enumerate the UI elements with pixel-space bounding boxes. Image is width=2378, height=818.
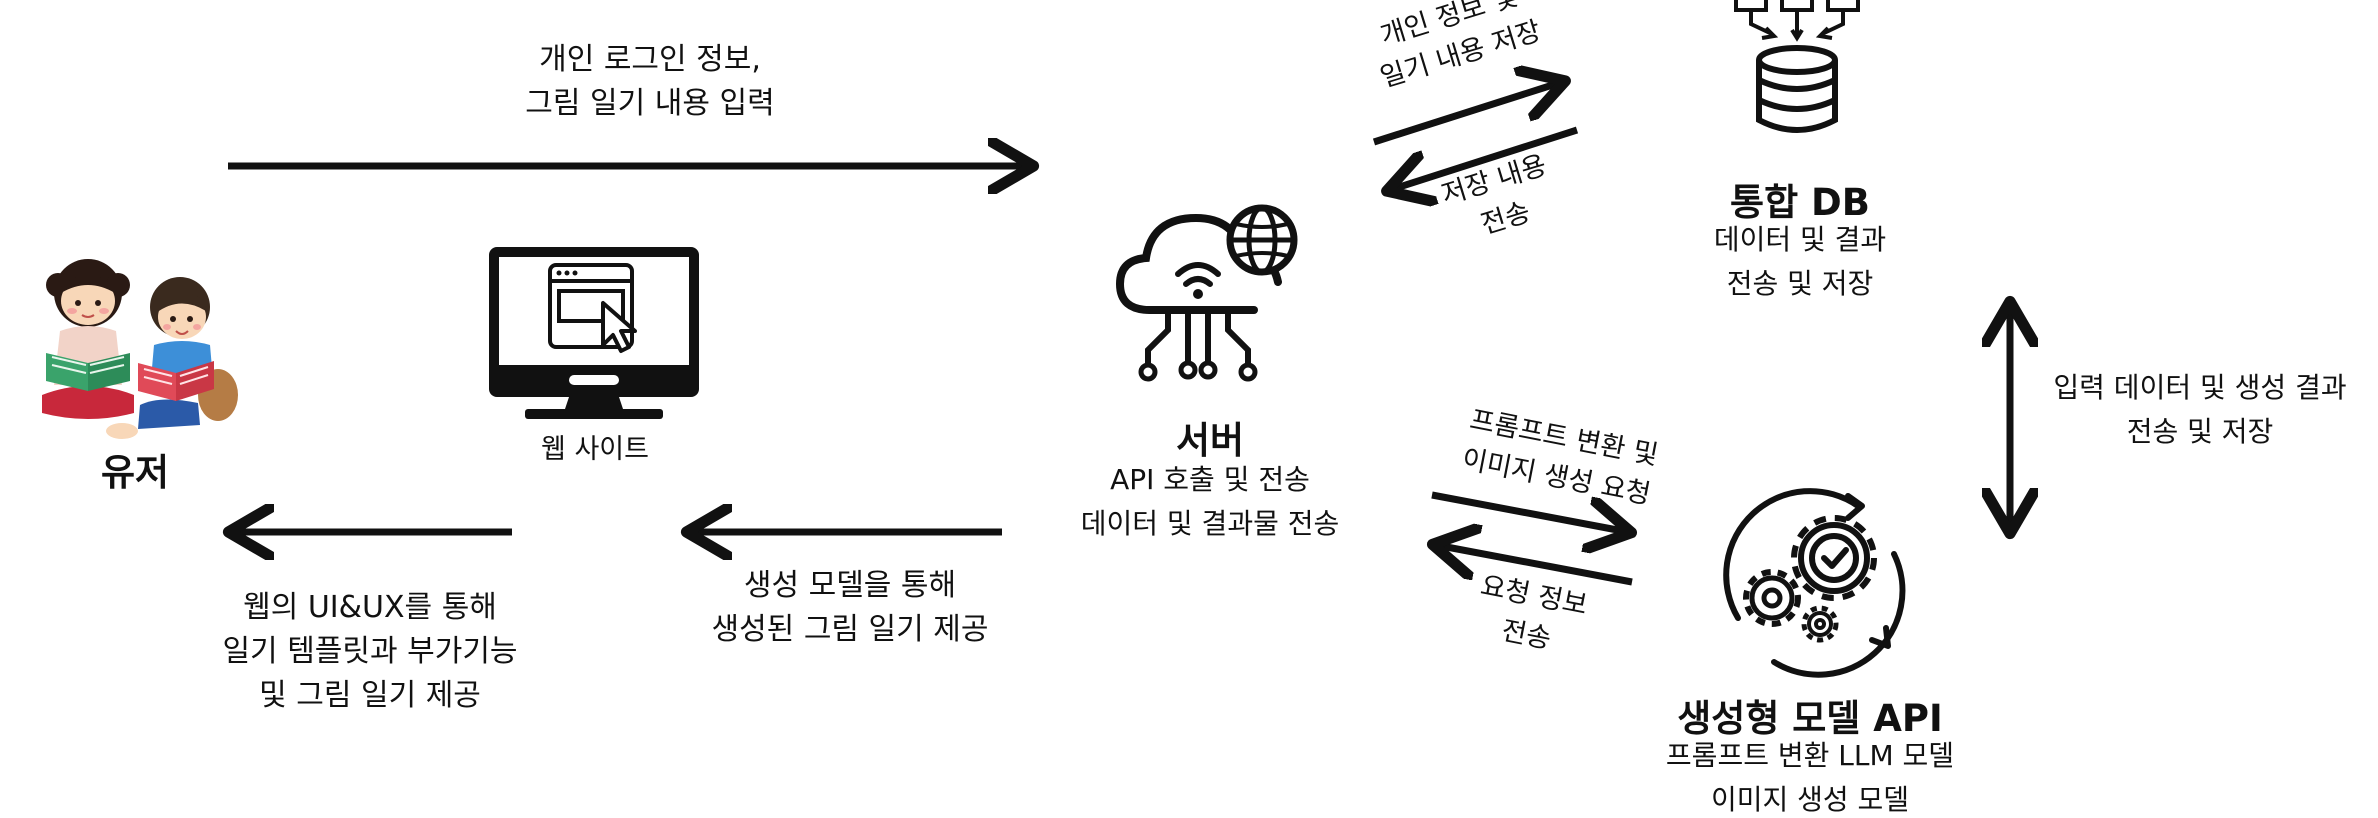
website-label: 웹 사이트 bbox=[541, 434, 649, 465]
edge-user-to-server-line-2: 그림 일기 내용 입력 bbox=[525, 86, 775, 121]
genapi-desc-line-1: 프롬프트 변환 LLM 모델 bbox=[1665, 739, 1955, 772]
arrow-server-to-db bbox=[1372, 82, 1562, 146]
edge-label-user-to-server: 개인 로그인 정보, 그림 일기 내용 입력 bbox=[440, 38, 860, 126]
genapi-title: 생성형 모델 API bbox=[1677, 697, 1943, 740]
edge-label-web-to-user: 웹의 UI&UX를 통해 일기 템플릿과 부가기능 및 그림 일기 제공 bbox=[180, 586, 560, 718]
db-desc-line-1: 데이터 및 결과 bbox=[1713, 223, 1887, 256]
cloud-server-icon bbox=[1115, 204, 1298, 382]
db-title: 통합 DB bbox=[1730, 181, 1870, 224]
edge-user-to-server-line-1: 개인 로그인 정보, bbox=[539, 42, 761, 77]
genapi-desc-line-2: 이미지 생성 모델 bbox=[1710, 783, 1910, 816]
server-title: 서버 bbox=[1175, 419, 1245, 462]
server-desc-line-2: 데이터 및 결과물 전송 bbox=[1080, 507, 1340, 540]
edge-server-to-web-line-2: 생성된 그림 일기 제공 bbox=[711, 612, 989, 647]
edge-label-server-to-web: 생성 모델을 통해 생성된 그림 일기 제공 bbox=[670, 564, 1030, 652]
database-icon bbox=[1734, 0, 1860, 133]
server-description: API 호출 및 전송 데이터 및 결과물 전송 bbox=[1040, 458, 1380, 546]
edge-web-to-user-line-1: 웹의 UI&UX를 통해 bbox=[243, 590, 497, 625]
edge-db-gen-line-1: 입력 데이터 및 생성 결과 bbox=[2053, 371, 2347, 404]
server-desc-line-1: API 호출 및 전송 bbox=[1110, 463, 1310, 496]
user-title: 유저 bbox=[100, 451, 170, 494]
gears-generative-model-icon bbox=[1723, 488, 1906, 678]
genapi-description: 프롬프트 변환 LLM 모델 이미지 생성 모델 bbox=[1620, 734, 2000, 818]
user-kids-reading-illustration bbox=[42, 259, 238, 439]
edge-db-gen-line-2: 전송 및 저장 bbox=[2126, 415, 2274, 448]
edge-label-db-gen: 입력 데이터 및 생성 결과 전송 및 저장 bbox=[2022, 366, 2378, 454]
edge-web-to-user-line-3: 및 그림 일기 제공 bbox=[259, 678, 481, 713]
edge-web-to-user-line-2: 일기 템플릿과 부가기능 bbox=[222, 634, 518, 669]
arrow-gen-to-server bbox=[1436, 545, 1633, 586]
website-monitor-icon bbox=[489, 247, 699, 419]
edge-server-to-web-line-1: 생성 모델을 통해 bbox=[743, 568, 957, 603]
arrow-server-to-gen bbox=[1431, 491, 1628, 532]
db-desc-line-2: 전송 및 저장 bbox=[1726, 267, 1874, 300]
arrow-db-to-server bbox=[1390, 126, 1579, 190]
db-description: 데이터 및 결과 전송 및 저장 bbox=[1680, 218, 1920, 306]
